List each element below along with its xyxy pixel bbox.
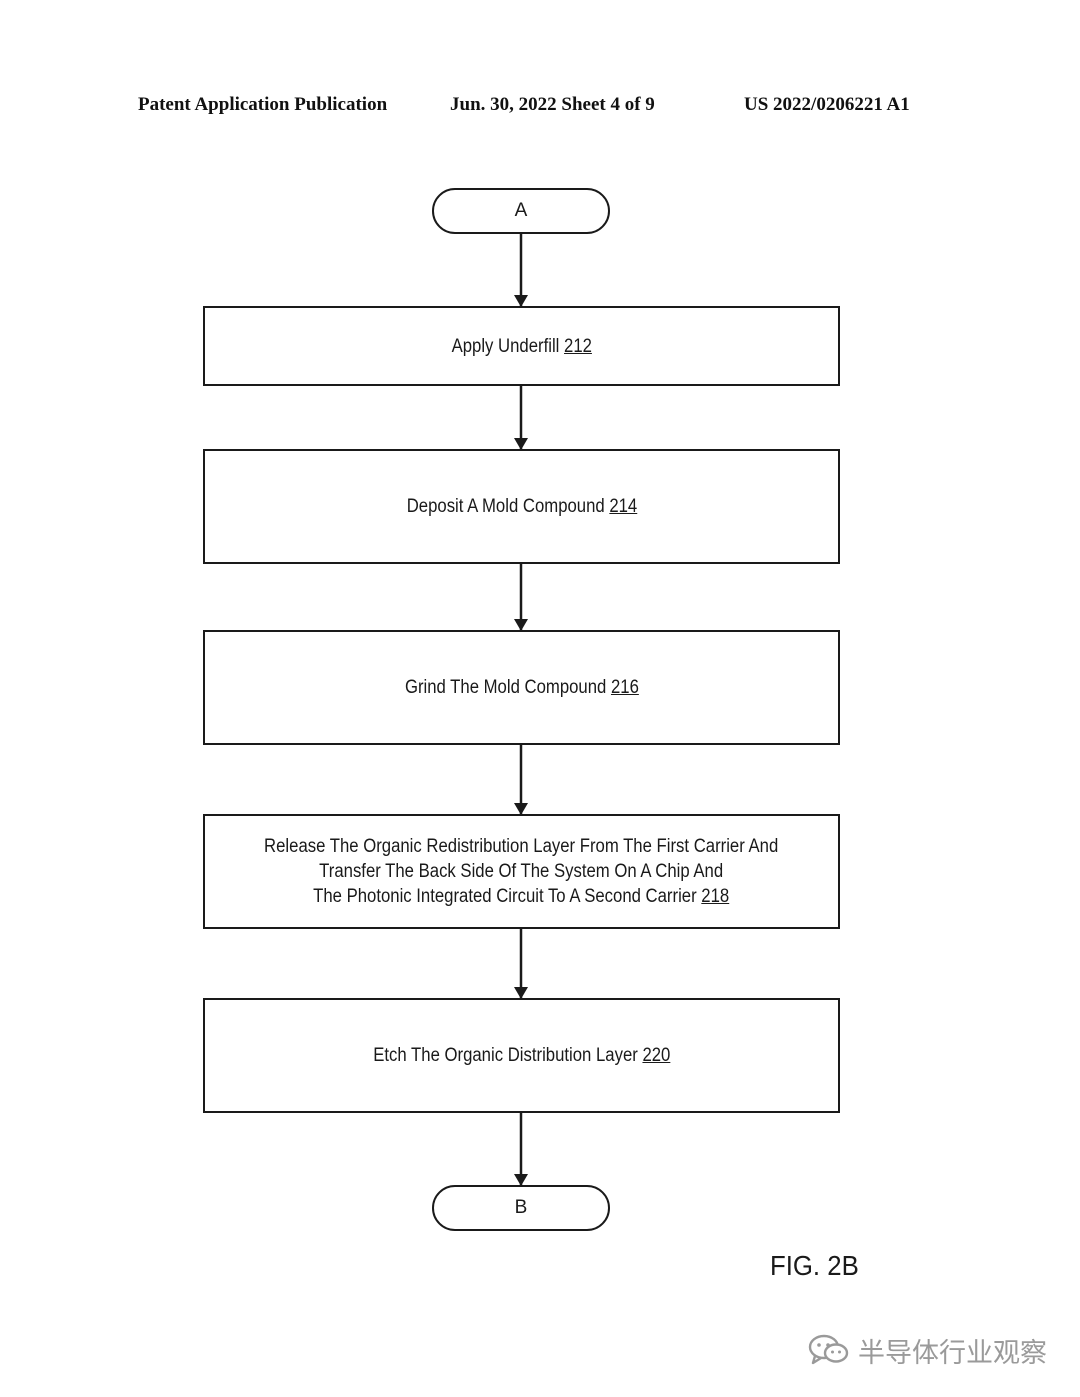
wechat-icon [808, 1334, 849, 1365]
step-212-line: Apply Underfill 212 [451, 335, 592, 357]
step-220: Etch The Organic Distribution Layer 220 [203, 998, 840, 1113]
connector-b-label: B [514, 1197, 528, 1218]
connector-b: B [432, 1185, 610, 1231]
connector-a-label: A [514, 200, 528, 221]
step-214: Deposit A Mold Compound 214 [203, 449, 840, 564]
step-214-ref: 214 [608, 496, 637, 517]
step-216-line: Grind The Mold Compound 216 [404, 677, 639, 698]
patent-header: Patent Application Publication Jun. 30, … [0, 94, 1080, 124]
step-212: Apply Underfill 212 [203, 306, 840, 386]
step-218-line-2: Transfer The Back Side Of The System On … [319, 861, 724, 882]
publication-type: Patent Application Publication [138, 94, 388, 115]
figure-label: FIG. 2B [770, 1250, 859, 1281]
step-216: Grind The Mold Compound 216 [203, 630, 840, 745]
step-216-ref: 216 [610, 677, 639, 698]
publication-date-sheet: Jun. 30, 2022 Sheet 4 of 9 [450, 94, 655, 115]
watermark: 半导体行业观察 [808, 1330, 1047, 1370]
step-218: Release The Organic Redistribution Layer… [203, 814, 840, 929]
watermark-text: 半导体行业观察 [858, 1337, 1047, 1369]
step-220-line: Etch The Organic Distribution Layer 220 [372, 1045, 671, 1066]
publication-number: US 2022/0206221 A1 [744, 94, 910, 115]
step-220-ref: 220 [642, 1045, 671, 1066]
step-218-line-3: The Photonic Integrated Circuit To A Sec… [313, 886, 730, 907]
step-218-ref: 218 [701, 886, 730, 907]
step-218-line-1: Release The Organic Redistribution Layer… [264, 836, 779, 857]
connector-a: A [432, 188, 610, 234]
step-214-line: Deposit A Mold Compound 214 [406, 496, 637, 517]
step-212-ref: 212 [563, 335, 592, 357]
